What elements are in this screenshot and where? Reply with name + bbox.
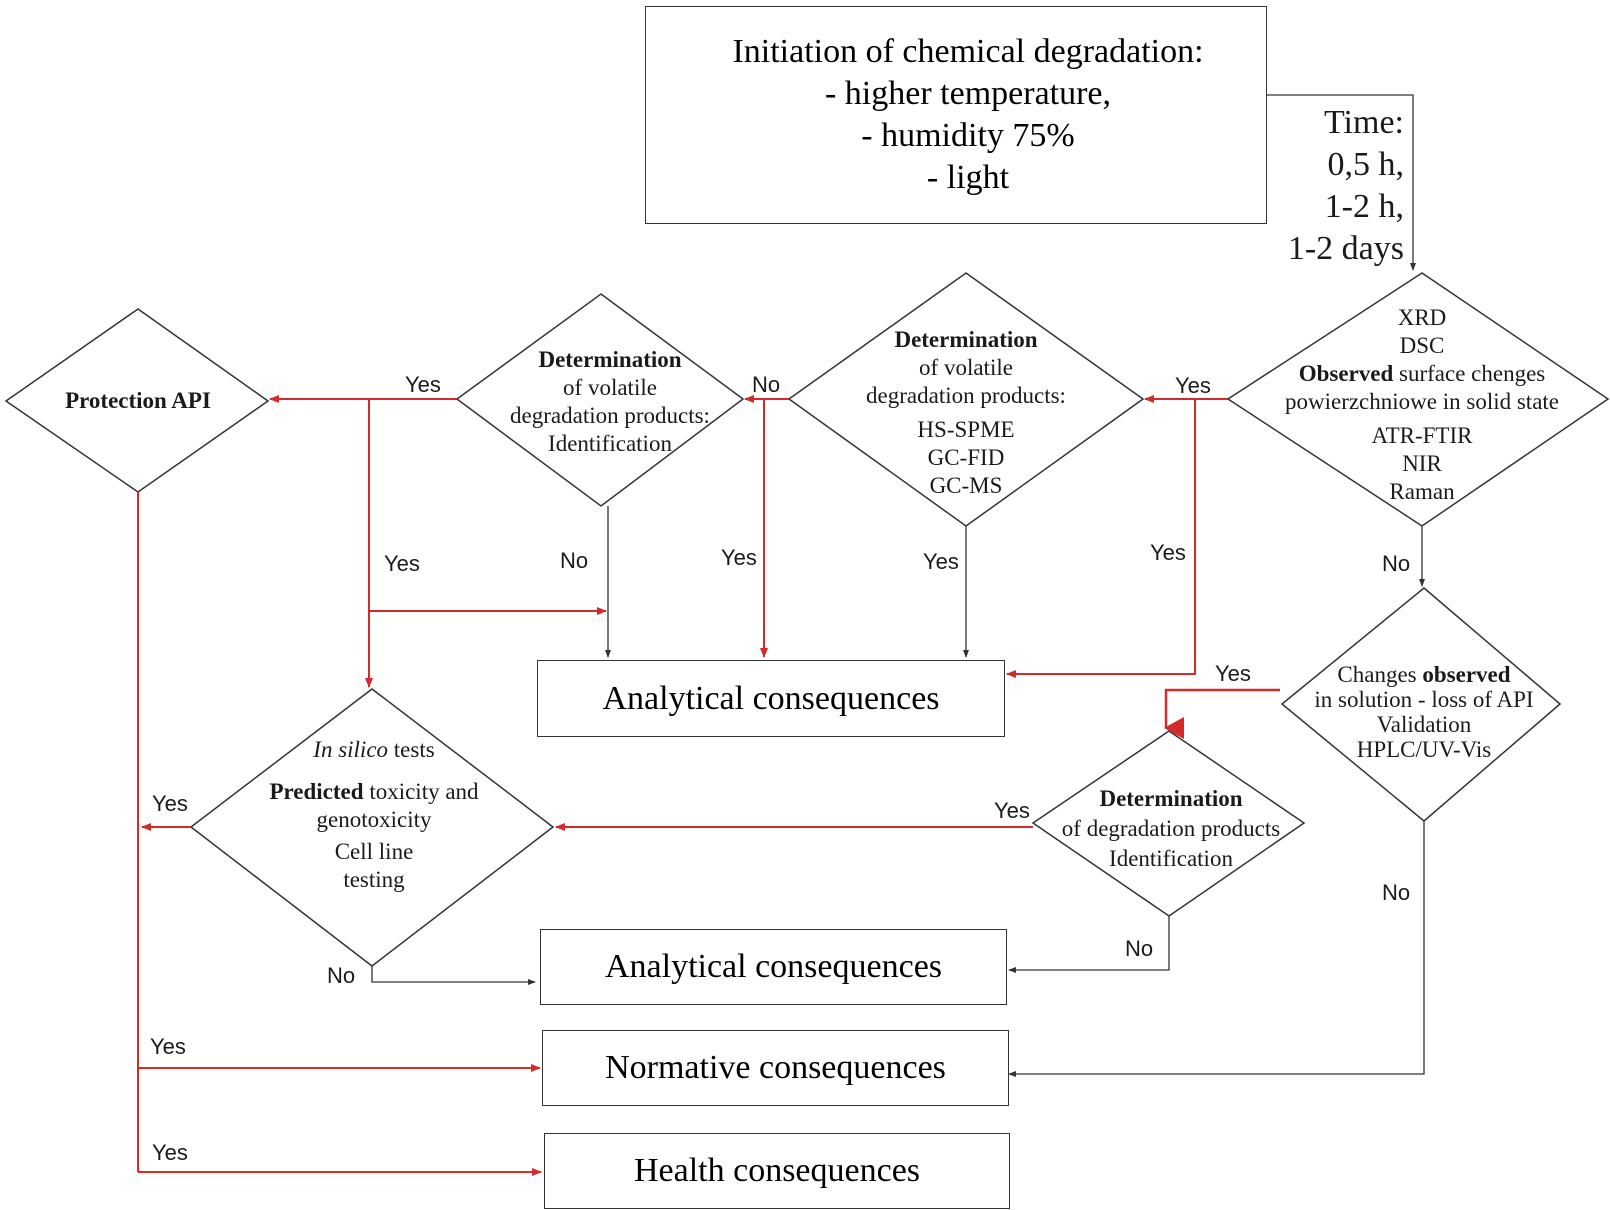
normative-consequences-label: Normative consequences [605, 1049, 946, 1086]
label-no-volatile: No [752, 372, 781, 397]
time-connector [1266, 94, 1416, 271]
in-silico-line2-rest: toxicity and [363, 779, 479, 804]
in-silico-line2-bold: Predicted [269, 779, 364, 804]
deg-products-line2: of degradation products [1061, 816, 1281, 841]
in-silico-italic: In silico [313, 737, 389, 762]
solid-observed-line: Observed surface chenges [1260, 360, 1584, 388]
time-block: Time: 0,5 h, 1-2 h, 1-2 days [1240, 102, 1404, 270]
solution-line2: in solution - loss of API [1314, 687, 1534, 712]
time-value-3: 1-2 days [1287, 230, 1404, 267]
insilico-no-connector [371, 966, 536, 985]
in-silico-line4: Cell line [334, 839, 414, 864]
solid-method-atr: ATR-FTIR [1371, 423, 1473, 448]
deg-products-title: Determination [1099, 786, 1243, 811]
solution-yes-arrow [1164, 688, 1280, 739]
volatile-id-title: Determination [538, 347, 682, 372]
initiation-title: Initiation of chemical degradation: [732, 33, 1204, 70]
label-yes-mid-2: Yes [923, 549, 959, 574]
in-silico-line3: genotoxicity [316, 807, 432, 832]
solution-line1-pre: Changes [1337, 662, 1423, 687]
volatile-method-gc-fid: GC-FID [927, 445, 1005, 470]
volatile-methods-text: Determination of volatile degradation pr… [836, 326, 1096, 500]
label-yes-left-column: Yes [384, 551, 420, 576]
solid-observed-rest: surface chenges [1393, 361, 1546, 386]
deg-products-line3: Identification [1109, 846, 1233, 871]
label-yes-health: Yes [152, 1140, 188, 1165]
analytical-consequences-1-label: Analytical consequences [602, 679, 940, 717]
health-consequences-label: Health consequences [633, 1152, 921, 1189]
label-no-identification: No [560, 548, 589, 573]
solution-line1: Changes observed [1290, 662, 1558, 687]
label-no-deg-products: No [1125, 936, 1154, 961]
time-value-1: 0,5 h, [1327, 146, 1405, 183]
initiation-condition-humidity: - humidity 75% [861, 117, 1075, 154]
solid-observed-bold: Observed [1298, 361, 1394, 386]
protection-api-text: Protection API [65, 388, 211, 413]
volatile-id-line2: of volatile [563, 375, 657, 400]
deg-products-text: Determination of degradation products Id… [1038, 784, 1304, 874]
solution-line3: Validation [1376, 712, 1472, 737]
time-label: Time: [1323, 104, 1404, 141]
deg-no-connector [1008, 916, 1170, 973]
volatile-methods-title: Determination [894, 327, 1038, 352]
volatile-methods-line3: degradation products: [866, 383, 1066, 408]
analytical-consequences-box-1: Analytical consequences [537, 660, 1005, 737]
solid-yes-down-arrow [1006, 399, 1196, 678]
solid-observed-line2: powierzchniowe in solid state [1284, 389, 1559, 414]
in-silico-line1-rest: tests [388, 737, 435, 762]
label-yes-normative: Yes [150, 1034, 186, 1059]
volatile-id-line4: Identification [548, 431, 672, 456]
volatile-id-diamond [455, 293, 745, 507]
volatile-method-gc-ms: GC-MS [929, 473, 1003, 498]
label-no-solution: No [1382, 880, 1411, 905]
volatile-id-line3: degradation products: [510, 403, 710, 428]
initiation-box: Initiation of chemical degradation: - hi… [645, 6, 1267, 224]
label-yes-solid: Yes [1175, 373, 1211, 398]
time-value-2: 1-2 h, [1324, 188, 1404, 225]
solid-method-raman: Raman [1389, 479, 1455, 504]
label-no-in-silico: No [327, 963, 356, 988]
solution-line1-bold: observed [1422, 662, 1511, 687]
in-silico-line5: testing [343, 867, 405, 892]
initiation-condition-temperature: - higher temperature, [824, 75, 1112, 112]
normative-consequences-box: Normative consequences [542, 1030, 1009, 1106]
analytical-consequences-2-label: Analytical consequences [604, 948, 943, 985]
solid-method-dsc: DSC [1399, 333, 1445, 358]
volatile-methods-line2: of volatile [919, 355, 1013, 380]
solution-line4: HPLC/UV-Vis [1356, 737, 1492, 762]
protection-api-label: Protection API [36, 388, 240, 414]
volatile-method-hs-spme: HS-SPME [917, 417, 1015, 442]
solution-text: Changes observed in solution - loss of A… [1290, 662, 1558, 762]
analytical-consequences-box-2: Analytical consequences [540, 929, 1007, 1005]
in-silico-line1: In silico tests [246, 736, 502, 764]
solid-method-nir: NIR [1402, 451, 1442, 476]
initiation-condition-light: - light [926, 159, 1010, 196]
label-yes-in-silico: Yes [152, 791, 188, 816]
label-yes-deg-products: Yes [994, 798, 1030, 823]
in-silico-line2: Predicted toxicity and [246, 778, 502, 806]
volatile-id-text: Determination of volatile degradation pr… [500, 346, 720, 458]
label-no-solid: No [1382, 551, 1411, 576]
health-consequences-box: Health consequences [544, 1133, 1010, 1209]
label-yes-right: Yes [1150, 540, 1186, 565]
solid-state-text: XRD DSC Observed surface chenges powierz… [1260, 304, 1584, 506]
solution-no-connector [1008, 821, 1425, 1077]
label-yes-mid-1: Yes [721, 545, 757, 570]
in-silico-text: In silico tests Predicted toxicity and g… [246, 736, 502, 894]
label-yes-solution: Yes [1215, 661, 1251, 686]
label-yes-protection: Yes [405, 372, 441, 397]
solid-method-xrd: XRD [1397, 305, 1447, 330]
